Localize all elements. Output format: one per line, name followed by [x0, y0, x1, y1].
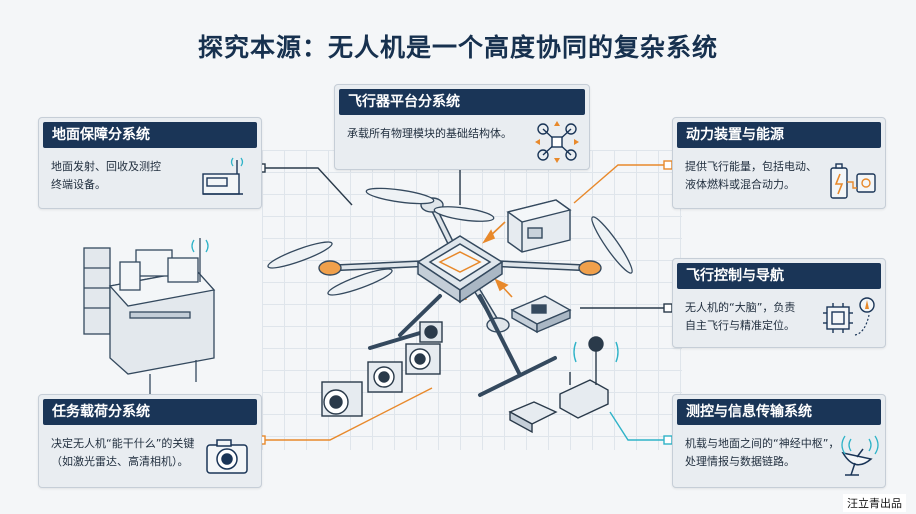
card-title: 飞行控制与导航: [677, 263, 881, 289]
card-description: 承载所有物理模块的基础结构体。: [347, 127, 512, 140]
card-title: 测控与信息传输系统: [677, 399, 881, 425]
card-description: 机载与地面之间的“神经中枢”， 处理情报与数据链路。: [685, 437, 840, 468]
card-title: 动力装置与能源: [677, 122, 881, 148]
card-comms: 测控与信息传输系统 机载与地面之间的“神经中枢”， 处理情报与数据链路。: [672, 394, 886, 488]
chip-compass-icon: [823, 297, 875, 336]
ground-terminal-icon: [202, 157, 244, 195]
card-description: 无人机的“大脑”，负责 自主飞行与精准定位。: [685, 301, 796, 332]
satellite-dish-icon: [841, 435, 879, 476]
card-flight-control: 飞行控制与导航 无人机的“大脑”，负责 自主飞行与精准定位。: [672, 258, 886, 348]
camera-icon: [206, 439, 248, 474]
card-power-energy: 动力装置与能源 提供飞行能量，包括电动、 液体燃料或混合动力。: [672, 117, 886, 209]
card-payload: 任务载荷分系统 决定无人机“能干什么”的关键 （如激光雷达、高清相机）。: [38, 394, 262, 488]
card-description: 提供飞行能量，包括电动、 液体燃料或混合动力。: [685, 160, 817, 191]
card-ground-support: 地面保障分系统 地面发射、回收及测控 终端设备。: [38, 117, 262, 209]
credit-label: 汪立青出品: [843, 494, 906, 512]
page-title: 探究本源：无人机是一个高度协同的复杂系统: [197, 33, 718, 62]
card-title: 地面保障分系统: [43, 122, 257, 148]
card-title: 飞行器平台分系统: [339, 89, 585, 115]
battery-motor-icon: [830, 163, 876, 199]
connector-ground: [261, 167, 353, 206]
card-description: 决定无人机“能干什么”的关键 （如激光雷达、高清相机）。: [51, 437, 195, 468]
connector-comms: [609, 411, 668, 441]
card-aircraft-platform: 飞行器平台分系统 承载所有物理模块的基础结构体。: [334, 84, 590, 170]
card-description: 地面发射、回收及测控 终端设备。: [51, 160, 161, 191]
connector-payload: [261, 387, 433, 441]
connector-power: [573, 164, 668, 204]
quadcopter-icon: [535, 121, 579, 163]
card-title: 任务载荷分系统: [43, 399, 257, 425]
